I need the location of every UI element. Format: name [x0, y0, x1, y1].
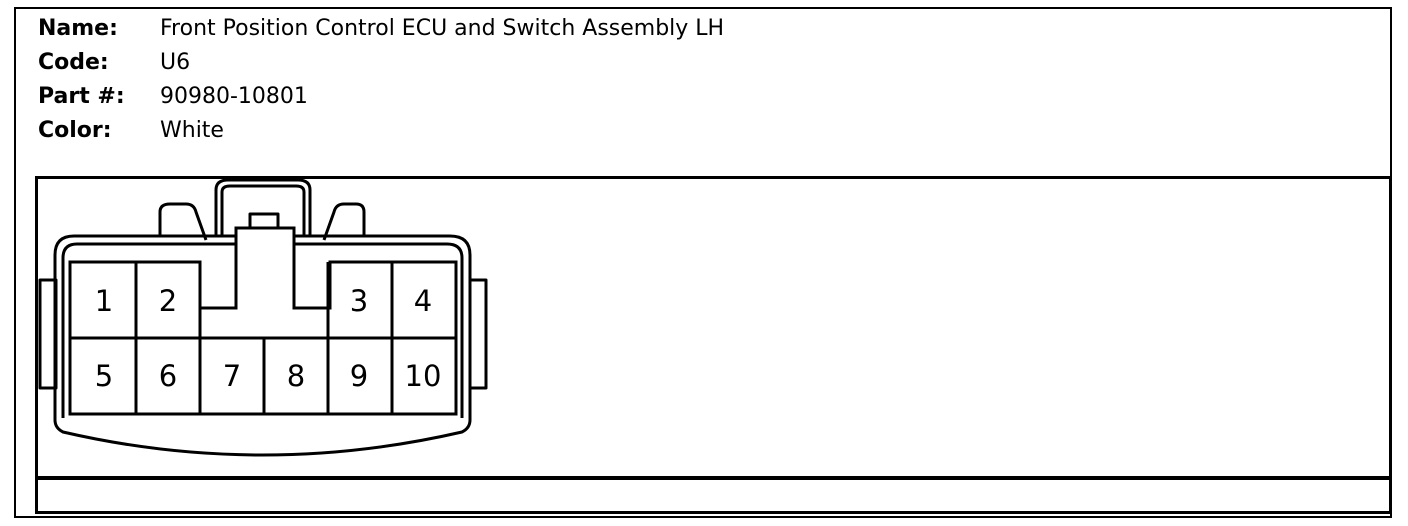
color-label: Color:: [38, 118, 112, 143]
name-value: Front Position Control ECU and Switch As…: [160, 16, 725, 41]
pin-3: 3: [350, 284, 368, 318]
pin-6: 6: [159, 359, 177, 393]
pin-9: 9: [350, 359, 368, 393]
pin-5: 5: [95, 359, 113, 393]
pin-7: 7: [223, 359, 241, 393]
name-label: Name:: [38, 16, 118, 41]
color-value: White: [160, 118, 224, 143]
pin-1: 1: [95, 284, 113, 318]
right-side-tab: [468, 278, 488, 390]
pin-2: 2: [159, 284, 177, 318]
connector-panel: [35, 176, 1392, 514]
part-value: 90980-10801: [160, 84, 308, 109]
top-lock: [214, 178, 312, 236]
code-label: Code:: [38, 50, 109, 75]
left-latch: [158, 202, 208, 241]
lock-key: [248, 212, 280, 228]
name-row: Name: Front Position Control ECU and Swi…: [38, 12, 724, 46]
pin-8: 8: [287, 359, 305, 393]
color-row: Color: White: [38, 114, 724, 148]
part-label: Part #:: [38, 84, 125, 109]
pin-10: 10: [405, 359, 442, 393]
part-row: Part #: 90980-10801: [38, 80, 724, 114]
panel-divider: [35, 476, 1392, 480]
code-value: U6: [160, 50, 191, 75]
code-row: Code: U6: [38, 46, 724, 80]
top-lock-inner: [220, 184, 306, 236]
pin-4: 4: [414, 284, 432, 318]
connector-info: Name: Front Position Control ECU and Swi…: [38, 12, 724, 148]
right-latch: [322, 202, 366, 241]
housing-outer: [53, 234, 472, 457]
